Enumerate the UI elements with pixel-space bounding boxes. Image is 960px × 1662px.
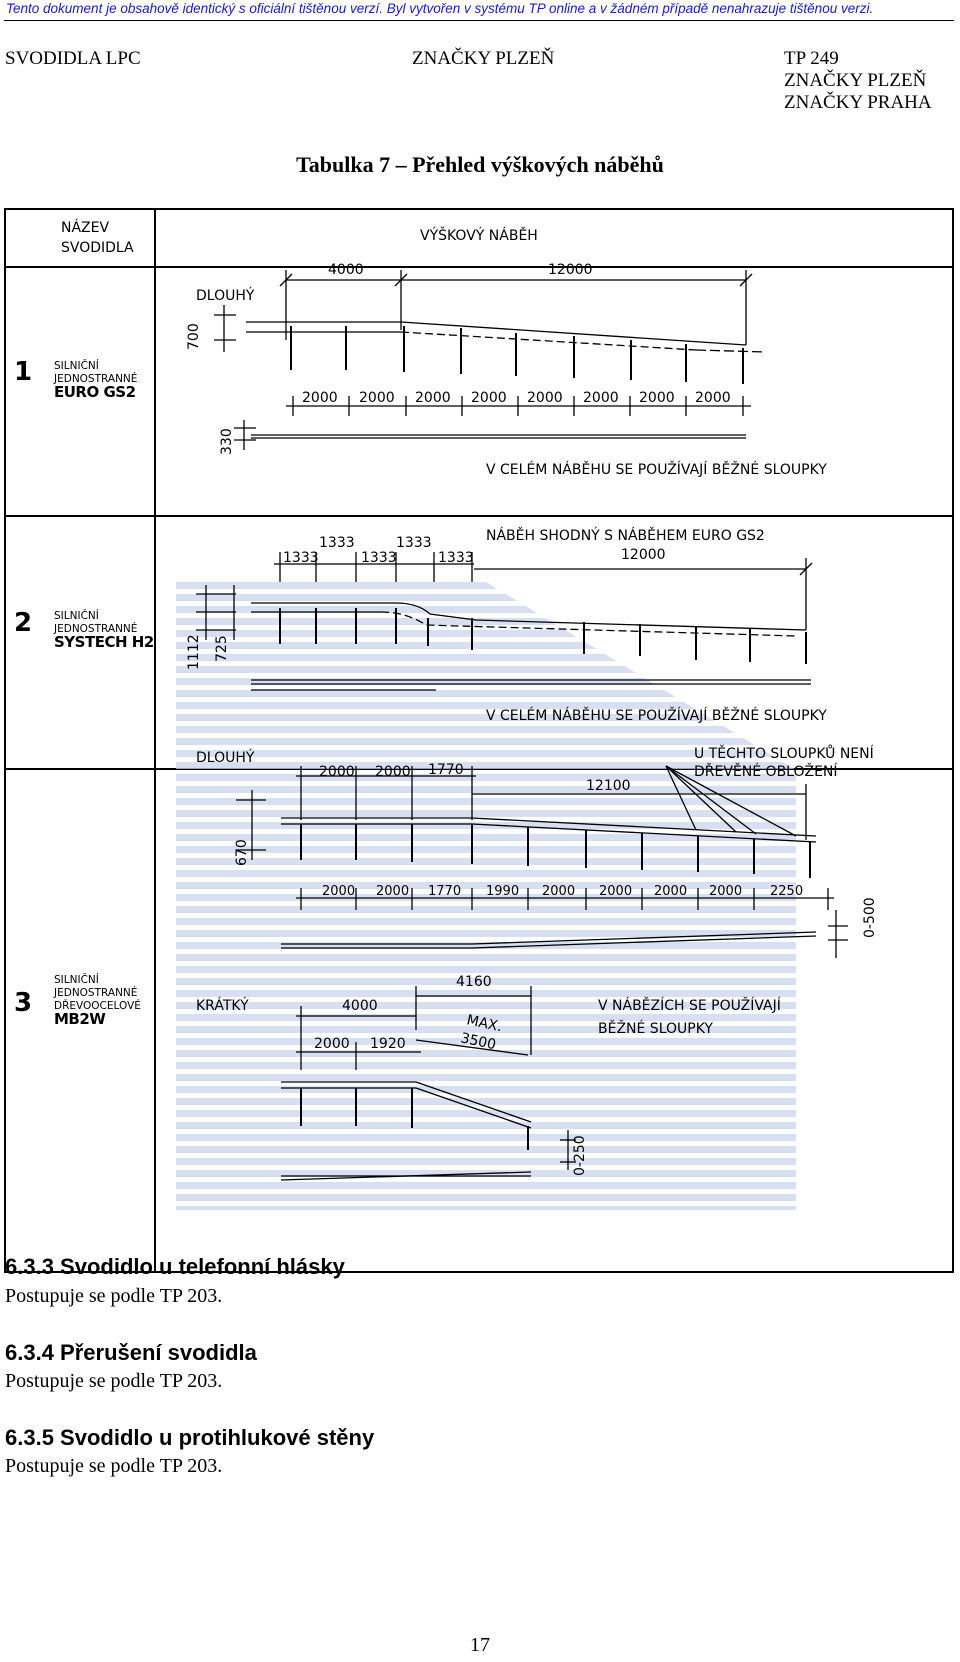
row-number: 3 [14,988,33,1018]
label-long: DLOUHÝ [196,287,255,304]
dim-label: 2000 [695,390,731,406]
dim-label: 2000 [471,390,507,406]
header-right-line: ZNAČKY PRAHA [784,92,932,113]
row-name-line: JEDNOSTRANNÉ [54,623,138,635]
label-long: DLOUHÝ [196,749,255,766]
row-name-line: JEDNOSTRANNÉ [54,373,138,385]
dim-label: MAX. [465,1012,503,1035]
row-name-line: SILNIČNÍ [54,610,99,622]
row-divider [6,515,952,517]
row-name-line: DŘEVOOCELOVÉ [54,1000,141,1012]
dim-label: 2000 [542,884,575,899]
dim-label: 2000 [314,1036,350,1052]
dim-label: 1333 [283,550,319,566]
column-divider [154,210,156,1271]
dim-label: 12100 [586,778,631,794]
row-name-line: JEDNOSTRANNÉ [54,987,138,999]
dim-label: 4160 [456,974,492,990]
row-name-system: EURO GS2 [54,383,136,401]
dim-label: 700 [186,323,202,350]
col-header-line: NÁZEV [61,220,110,236]
row-number: 1 [14,357,33,387]
dim-label: 1333 [319,535,355,551]
dim-label: 1333 [361,550,397,566]
short-note: V NÁBĚZÍCH SE POUŽÍVAJÍ [598,996,781,1014]
dim-label: 2000 [319,764,355,780]
dim-label: 2000 [527,390,563,406]
header-left: SVODIDLA LPC [5,48,141,69]
dim-label: 670 [234,839,250,866]
section-heading: 6.3.4 Přerušení svodidla [5,1340,257,1365]
row-name-line: SILNIČNÍ [54,360,99,372]
callout-text: DŘEVĚNÉ OBLOŽENÍ [694,762,838,780]
row-name: SILNIČNÍ JEDNOSTRANNÉ EURO GS2 [54,360,138,401]
section-heading: 6.3.5 Svodidlo u protihlukové stěny [5,1425,375,1450]
header-right-line: TP 249 [784,48,839,69]
dim-label: 2250 [770,884,803,899]
dim-label: 1770 [428,884,461,899]
dim-label: 2000 [599,884,632,899]
section-heading: 6.3.3 Svodidlo u telefonní hlásky [5,1254,345,1279]
dim-label: 330 [219,428,235,455]
dim-label: 2000 [583,390,619,406]
disclaimer-banner: Tento dokument je obsahově identický s o… [6,1,874,16]
dim-label: 1770 [428,762,464,778]
dim-label: 4000 [342,998,378,1014]
dim-label: 1112 [186,634,202,670]
dim-label: 0-250 [572,1135,588,1176]
dim-label: 2000 [302,390,338,406]
row-name: SILNIČNÍ JEDNOSTRANNÉ SYSTECH H2 [54,610,154,651]
row-note: V CELÉM NÁBĚHU SE POUŽÍVAJÍ BĚŽNÉ SLOUPK… [486,706,827,724]
header-right: TP 249 ZNAČKY PLZEŇ ZNAČKY PRAHA [784,48,932,114]
header-rule [4,20,954,21]
row-name-line: SILNIČNÍ [54,974,99,986]
dim-label: 2000 [359,390,395,406]
label-short: KRÁTKÝ [196,997,249,1014]
row-divider [6,266,952,268]
col-header-name: NÁZEV SVODIDLA [61,218,134,258]
page-number: 17 [470,1634,490,1656]
table-title: Tabulka 7 – Přehled výškových náběhů [296,152,664,177]
col-header-line: SVODIDLA [61,240,134,256]
dim-label: 0-500 [862,897,878,938]
header-middle: ZNAČKY PLZEŇ [412,48,555,69]
dim-label: 1990 [486,884,519,899]
dim-label: 1333 [438,550,474,566]
section-text: Postupuje se podle TP 203. [5,1370,223,1392]
dim-label: 4000 [328,262,364,278]
dim-label: 2000 [654,884,687,899]
ramp-drawings: DLOUHÝ 4000 12000 700 2000 2000 2000 200… [176,262,878,1210]
col-header-drawing: VÝŠKOVÝ NÁBĚH [420,228,538,244]
row-note: V CELÉM NÁBĚHU SE POUŽÍVAJÍ BĚŽNÉ SLOUPK… [486,460,827,478]
dim-label: 725 [214,635,230,662]
dim-label: 2000 [639,390,675,406]
callout-text: U TĚCHTO SLOUPKŮ NENÍ [694,744,874,762]
row-name-system: MB2W [54,1010,106,1028]
dim-label: 2000 [709,884,742,899]
dim-label: 2000 [322,884,355,899]
dim-label: 1920 [370,1036,406,1052]
row-number: 2 [14,608,33,638]
dim-label: 12000 [548,262,593,278]
dim-label: 1333 [396,535,432,551]
row-name: SILNIČNÍ JEDNOSTRANNÉ DŘEVOOCELOVÉ MB2W [54,974,141,1028]
same-as-note: NÁBĚH SHODNÝ S NÁBĚHEM EURO GS2 [486,527,765,544]
section-text: Postupuje se podle TP 203. [5,1455,223,1477]
row-name-system: SYSTECH H2 [54,633,154,651]
dim-label: 12000 [621,547,666,563]
ramp-table: NÁZEV SVODIDLA VÝŠKOVÝ NÁBĚH 1 SILNIČNÍ … [4,208,954,1273]
dim-label: 2000 [415,390,451,406]
header-right-line: ZNAČKY PLZEŇ [784,70,927,91]
dim-label: 2000 [376,884,409,899]
dim-label: 3500 [459,1030,497,1053]
watermark-logo [176,582,796,1210]
section-text: Postupuje se podle TP 203. [5,1285,223,1307]
short-note: BĚŽNÉ SLOUPKY [598,1019,713,1037]
dim-label: 2000 [375,764,411,780]
